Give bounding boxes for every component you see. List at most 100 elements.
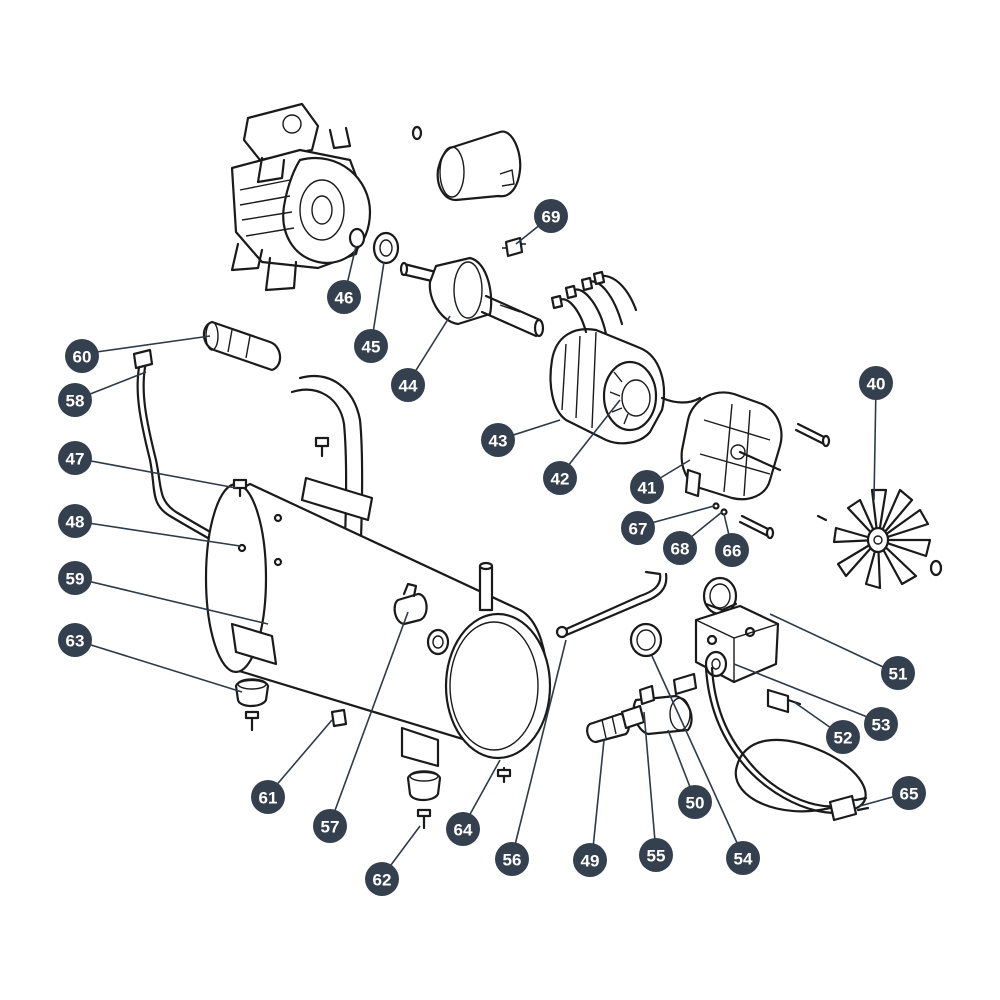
callout-circle: [826, 720, 860, 754]
callout-circle: [327, 280, 361, 314]
callout-circle: [881, 656, 915, 690]
callout-circle: [58, 441, 92, 475]
fitting-52: [672, 672, 802, 714]
callout-53: 53: [864, 707, 898, 741]
end-bracket: [680, 391, 783, 501]
callout-60: 60: [65, 339, 99, 373]
callout-circle: [892, 776, 926, 810]
callout-66: 66: [715, 533, 749, 567]
pressure-gauge: [629, 622, 663, 658]
callout-circle: [639, 838, 673, 872]
callout-circle: [251, 780, 285, 814]
callout-43: 43: [481, 423, 515, 457]
callout-circle: [65, 339, 99, 373]
callout-circle: [58, 623, 92, 657]
callout-54: 54: [726, 841, 760, 875]
callout-circle: [573, 843, 607, 877]
quick-coupler: [586, 704, 646, 744]
stator: [549, 270, 702, 445]
callout-number: 63: [66, 632, 85, 651]
callout-67: 67: [621, 511, 655, 545]
callout-number: 46: [335, 289, 354, 308]
callout-57: 57: [313, 809, 347, 843]
callout-number: 64: [454, 821, 473, 840]
callout-number: 55: [647, 847, 666, 866]
callout-number: 44: [399, 377, 418, 396]
callout-48: 48: [58, 504, 92, 538]
callout-circle: [715, 533, 749, 567]
callout-49: 49: [573, 843, 607, 877]
callout-circle: [446, 812, 480, 846]
rotor-shaft: [399, 256, 545, 338]
callout-number: 50: [686, 794, 705, 813]
callout-61: 61: [251, 780, 285, 814]
callout-41: 41: [630, 470, 664, 504]
long-bolts: [738, 422, 831, 540]
callout-number: 56: [503, 851, 522, 870]
callout-circle: [864, 707, 898, 741]
callout-number: 43: [489, 432, 508, 451]
callout-52: 52: [826, 720, 860, 754]
callout-circle: [534, 199, 568, 233]
callout-number: 49: [581, 852, 600, 871]
callout-number: 58: [66, 392, 85, 411]
callout-circle: [365, 862, 399, 896]
callout-circle: [859, 366, 893, 400]
callout-69: 69: [534, 199, 568, 233]
callout-circle: [58, 383, 92, 417]
air-tank: [204, 482, 552, 768]
handle-grip: [202, 320, 282, 372]
callout-58: 58: [58, 383, 92, 417]
mounting-bolts: [232, 436, 330, 498]
callout-55: 55: [639, 838, 673, 872]
callout-number: 48: [66, 513, 85, 532]
callout-circle: [481, 423, 515, 457]
callout-number: 54: [734, 850, 753, 869]
callout-68: 68: [663, 531, 697, 565]
callout-50: 50: [678, 785, 712, 819]
callout-number: 42: [551, 470, 570, 489]
callout-56: 56: [495, 842, 529, 876]
callout-number: 40: [867, 375, 886, 394]
unloader-tube: [555, 570, 668, 639]
callout-44: 44: [391, 368, 425, 402]
callout-circle: [726, 841, 760, 875]
callout-number: 52: [834, 729, 853, 748]
callout-number: 69: [542, 208, 561, 227]
callout-circle: [543, 461, 577, 495]
small-connector: [502, 236, 526, 258]
callout-circle: [630, 470, 664, 504]
callout-circle: [391, 368, 425, 402]
capacitor: [411, 125, 522, 202]
callout-42: 42: [543, 461, 577, 495]
callout-circle: [354, 329, 388, 363]
callout-circle: [663, 531, 697, 565]
callout-number: 41: [638, 479, 657, 498]
callout-62: 62: [365, 862, 399, 896]
callout-51: 51: [881, 656, 915, 690]
callout-number: 45: [362, 338, 381, 357]
callout-number: 62: [373, 871, 392, 890]
power-cord: [704, 666, 870, 822]
cooling-fan: [816, 488, 943, 590]
callout-number: 53: [872, 716, 891, 735]
rubber-feet: [234, 678, 512, 830]
callout-circle: [313, 809, 347, 843]
pressure-switch: [694, 604, 780, 684]
callout-circle: [495, 842, 529, 876]
callout-circle: [678, 785, 712, 819]
callout-circle: [58, 561, 92, 595]
callout-65: 65: [892, 776, 926, 810]
callout-circle: [621, 511, 655, 545]
callout-47: 47: [58, 441, 92, 475]
check-valve: [393, 582, 428, 626]
pump-crankcase-housing: [230, 102, 372, 292]
pressure-gauge-top: [702, 576, 738, 616]
regulator: [632, 684, 693, 736]
callout-number: 61: [259, 789, 278, 808]
callout-circle: [58, 504, 92, 538]
callout-63: 63: [58, 623, 92, 657]
callout-number: 51: [889, 665, 908, 684]
callout-number: 67: [629, 520, 648, 539]
